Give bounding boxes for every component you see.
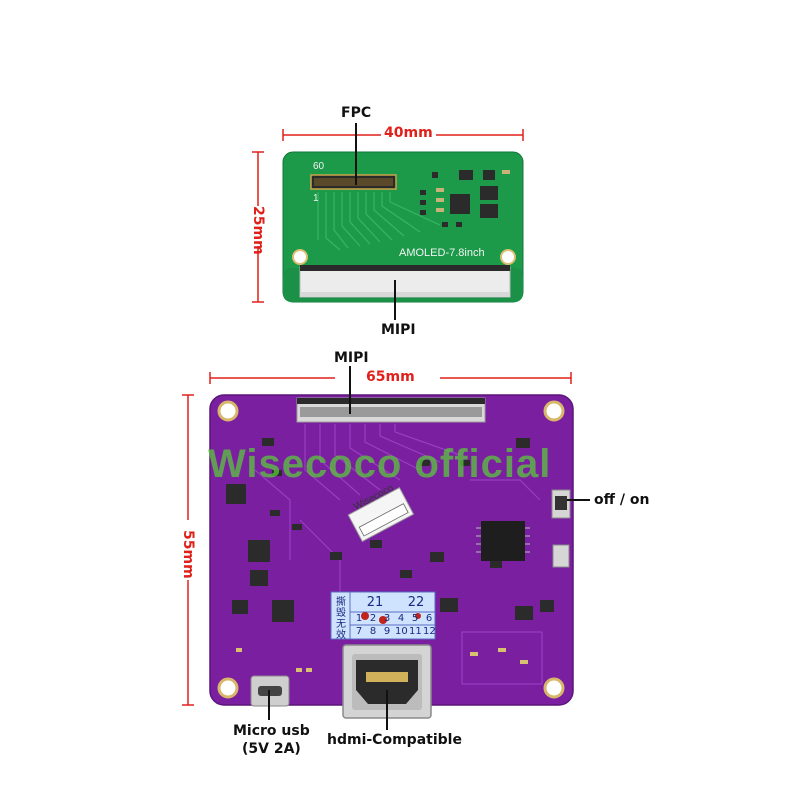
silk-pin1: 1: [313, 193, 319, 204]
warranty-num-bot-5: 11: [409, 626, 422, 637]
ic-chip: [450, 194, 470, 214]
warranty-num-bot-6: 12: [423, 626, 436, 637]
mipi-bottom-label: MIPI: [334, 350, 369, 366]
warranty-num-mid-6: 6: [425, 613, 433, 624]
fpc-adapter-board: [282, 151, 524, 303]
warranty-char-1: 撕: [336, 597, 346, 608]
brand-sticker: [347, 486, 415, 543]
silk-pin60: 60: [313, 161, 325, 172]
warranty-num-top-2: 22: [407, 595, 425, 610]
top-height-label: 25mm: [250, 206, 266, 255]
usb-label-line2: (5V 2A): [242, 741, 301, 757]
silk-model: AMOLED-7.8inch: [399, 247, 485, 259]
usb-label-line1: Micro usb: [233, 723, 310, 739]
warranty-char-2: 毁: [336, 608, 346, 619]
warranty-num-bot-2: 8: [369, 626, 377, 637]
main-ic-chip: [481, 521, 525, 561]
warranty-num-mid-5: 5: [411, 613, 419, 624]
warranty-num-mid-3: 3: [383, 613, 391, 624]
bottom-height-dimension: [182, 394, 194, 706]
watermark-text: Wisecoco official: [208, 442, 552, 486]
bottom-width-dimension: [209, 372, 572, 384]
driver-board: [209, 394, 574, 719]
warranty-char-4: 效: [336, 630, 346, 641]
mipi-top-label: MIPI: [381, 322, 416, 338]
warranty-num-mid-1: 1: [355, 613, 363, 624]
bottom-height-label: 55mm: [180, 530, 196, 579]
warranty-num-mid-2: 2: [369, 613, 377, 624]
warranty-num-top-1: 21: [366, 595, 384, 610]
hdmi-label: hdmi-Compatible: [327, 732, 462, 748]
side-button: [552, 544, 570, 568]
switch-label: off / on: [594, 492, 650, 508]
warranty-num-bot-1: 7: [355, 626, 363, 637]
top-width-label: 40mm: [381, 125, 436, 141]
warranty-num-mid-4: 4: [397, 613, 405, 624]
warranty-num-bot-4: 10: [395, 626, 408, 637]
warranty-char-3: 无: [336, 619, 346, 630]
bottom-width-label: 65mm: [366, 369, 415, 385]
fpc-label: FPC: [341, 105, 372, 121]
warranty-num-bot-3: 9: [383, 626, 391, 637]
